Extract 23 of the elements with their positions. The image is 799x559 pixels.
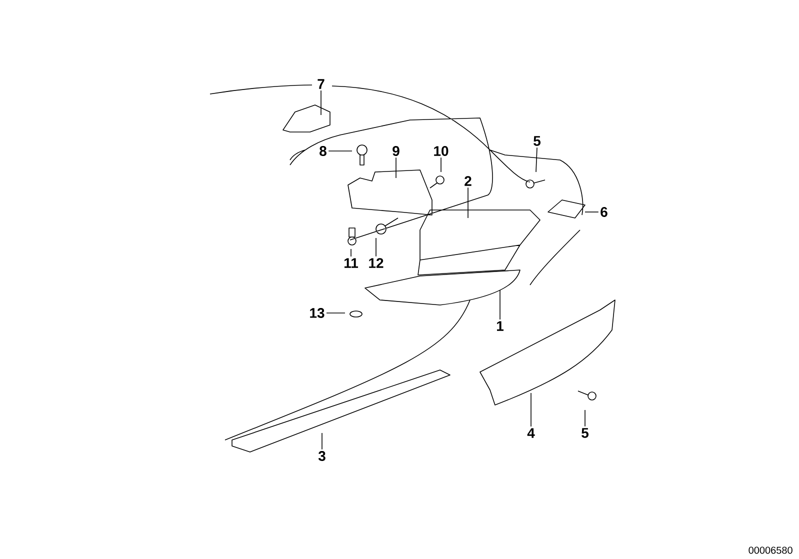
leader-line bbox=[350, 248, 352, 257]
callout-number: 7 bbox=[318, 79, 324, 89]
leader-line bbox=[584, 410, 586, 427]
callout-number: 3 bbox=[318, 451, 326, 461]
callout-number: 10 bbox=[434, 146, 448, 156]
callout-number: 12 bbox=[369, 258, 384, 268]
drawing-number: 00006580 bbox=[748, 546, 792, 554]
callout-number: 11 bbox=[344, 258, 358, 268]
leader-line bbox=[320, 90, 322, 116]
callout-number: 6 bbox=[600, 207, 608, 217]
callout-number: 8 bbox=[320, 146, 326, 156]
callout-number: 2 bbox=[464, 176, 472, 186]
leader-line bbox=[440, 157, 442, 172]
leader-line bbox=[536, 147, 538, 172]
callout-number: 5 bbox=[534, 136, 541, 146]
callout-number: 1 bbox=[497, 321, 504, 331]
callout-number: 4 bbox=[527, 428, 535, 438]
callout-number: 13 bbox=[310, 308, 324, 318]
leader-line bbox=[328, 150, 352, 152]
callout-number: 5 bbox=[582, 428, 589, 438]
callout-number: 9 bbox=[392, 146, 400, 156]
leader-line bbox=[326, 312, 346, 314]
leader-line bbox=[530, 392, 532, 427]
